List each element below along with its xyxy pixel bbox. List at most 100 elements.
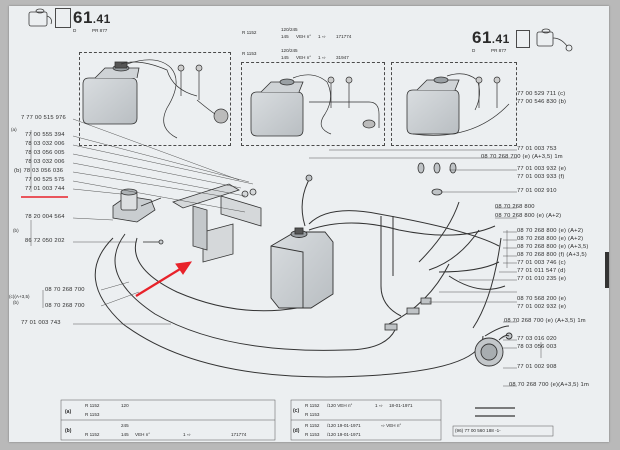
mounting-bracket: [172, 183, 262, 263]
left-page-pr: PR 877: [92, 28, 108, 33]
right-ref-2: 77 01 003 753: [517, 146, 557, 152]
model-arrow: 1 ⇨: [318, 34, 326, 39]
footer-c1d: 18-01-1971: [389, 403, 413, 408]
left-ref-12: (b): [13, 300, 19, 305]
left-ref-11: 86 72 050 202: [25, 238, 65, 244]
right-ref-3: 08 70 268 700 (e) (A+3,5) 1m: [481, 154, 563, 160]
right-ref-8: 08 70 268 800 (e) (A+2): [495, 213, 562, 219]
footer-c-label: (c): [293, 408, 300, 414]
footer-b-label: (b): [65, 428, 72, 434]
left-page-d: D: [73, 28, 77, 33]
left-ref-7: 77 00 525 575: [25, 177, 65, 183]
left-ref-15: 77 01 003 743: [21, 320, 61, 326]
leader-lines: [30, 118, 542, 387]
footer-c1v: /120 VEH n°: [327, 403, 353, 408]
reservoir-detail-3: [406, 76, 460, 135]
footer-table-lines: [60, 399, 554, 441]
right-ref-9: 08 70 268 800 (e) (A+2): [517, 228, 584, 234]
pump-lines-1: [120, 59, 229, 139]
right-ref-14: 77 01 011 547 (d): [517, 268, 566, 274]
right-ref-5: 77 01 003 933 (f): [517, 174, 565, 180]
hose-lines: [94, 175, 510, 378]
pump-assembly: [112, 188, 164, 245]
left-ref-0: 7 77 00 515 976: [21, 115, 66, 121]
detail-frame-1: [79, 52, 231, 146]
footer-b2v: 145: [121, 432, 129, 437]
footer-c1a: 1 ⇨: [375, 403, 383, 408]
detail-frame-3: [391, 62, 517, 146]
catalog-page: 61.41 D PR 877 61.41 D PR 877 R 1152 120…: [9, 6, 609, 442]
right-ref-22: 08 70 268 700 (e)(A+3,5) 1m: [509, 382, 590, 388]
footer-c1: R 1152: [305, 403, 320, 408]
left-ref-9: 78 20 004 564: [25, 214, 65, 220]
footer-b1: R 1152: [85, 432, 100, 437]
footer-b-veh: VEH n°: [135, 432, 151, 437]
footer-b1v: 245: [121, 423, 129, 428]
right-ref-21: 77 01 002 908: [517, 364, 557, 370]
section-tab-marker: [605, 252, 609, 288]
footer-b-veh-no: 171774: [231, 432, 247, 437]
footer-a2: R 1153: [85, 412, 100, 417]
left-ref-4: 78 03 056 005: [25, 150, 65, 156]
left-ref-10: (b): [13, 228, 19, 233]
footer-d2v: /120 19-01-1971: [327, 432, 361, 437]
model-r2-val: 145: [281, 34, 289, 39]
model-r4-val: 145: [281, 55, 289, 60]
right-ref-11: 08 70 268 800 (e) (A+3,5): [517, 244, 589, 250]
reservoir-detail-2: [250, 78, 304, 137]
detail-frame-2: [241, 62, 385, 146]
red-arrow-head: [175, 261, 193, 275]
model-veh-no-1: 171774: [336, 34, 352, 39]
left-ref-6: (b) 78 03 056 036: [14, 168, 64, 174]
right-ref-19: 77 03 016 020: [517, 336, 557, 342]
left-ref-5: 78 03 032 006: [25, 159, 65, 165]
main-reservoir: [270, 227, 334, 309]
footer-d1: R 1152: [305, 423, 320, 428]
red-annotation: [21, 196, 193, 297]
pump-lines-3: [412, 73, 510, 136]
left-ref-14: 08 70 268 700: [45, 303, 85, 309]
model-r3-val: 120/245: [281, 48, 298, 53]
right-ref-0: 77 00 529 711 (c): [517, 91, 566, 97]
right-ref-16: 08 70 568 200 (e): [517, 296, 567, 302]
tee-fittings: [305, 162, 457, 331]
model-arrow-2: 1 ⇨: [318, 55, 326, 60]
left-page-number-box: [55, 8, 71, 28]
footer-d1a: ⇨ VEH n°: [381, 423, 402, 428]
right-ref-4: 77 01 003 932 (e): [517, 166, 567, 172]
reservoir-detail-1: [82, 61, 140, 125]
footer-a1v: 120: [121, 403, 129, 408]
model-veh-no-2: 31947: [336, 55, 349, 60]
left-ref-16: (c)(A+3,5): [9, 294, 30, 299]
right-ref-1: 77 00 546 830 (b): [517, 99, 567, 105]
right-page-number: 61.41: [472, 28, 510, 47]
model-veh: VEH n°: [296, 34, 312, 39]
right-ref-7: 08 70 268 800: [495, 204, 535, 210]
pump-lines-2: [292, 74, 380, 135]
model-r3: R 1153: [242, 51, 257, 56]
right-page-d: D: [472, 48, 476, 53]
right-ref-13: 77 01 003 746 (c): [517, 260, 566, 266]
model-r1: R 1152: [242, 30, 257, 35]
right-page-number-box: [516, 30, 530, 48]
footer-d-label: (d): [293, 428, 300, 434]
footer-c2: R 1153: [305, 412, 320, 417]
left-ref-3: 78 03 032 006: [25, 141, 65, 147]
left-ref-2: 77 00 555 394: [25, 132, 65, 138]
red-arrow-shaft: [135, 265, 186, 297]
right-page-pr: PR 877: [491, 48, 507, 53]
model-r1-val: 120/245: [281, 27, 298, 32]
footer-a1: R 1152: [85, 403, 100, 408]
footer-d2: R 1153: [305, 432, 320, 437]
right-ref-6: 77 01 002 910: [517, 188, 557, 194]
right-ref-12: 08 70 268 800 (f) (A+3,5): [517, 252, 587, 258]
footer-d1v: /120 19-01-1971: [327, 423, 361, 428]
exploded-diagram: [21, 59, 554, 441]
right-ref-15: 77 01 010 235 (e): [517, 276, 567, 282]
left-ref-13: 08 70 268 700: [45, 287, 85, 293]
right-ref-18: 08 70 268 700 (e) (A+3,5) 1m: [504, 318, 586, 324]
left-page-number: 61.41: [73, 8, 111, 27]
left-ref-8-highlighted: 77 01 003 744: [25, 186, 65, 192]
right-ref-20: 78 03 056 003: [517, 344, 557, 350]
right-ref-17: 77 01 002 932 (e): [517, 304, 567, 310]
